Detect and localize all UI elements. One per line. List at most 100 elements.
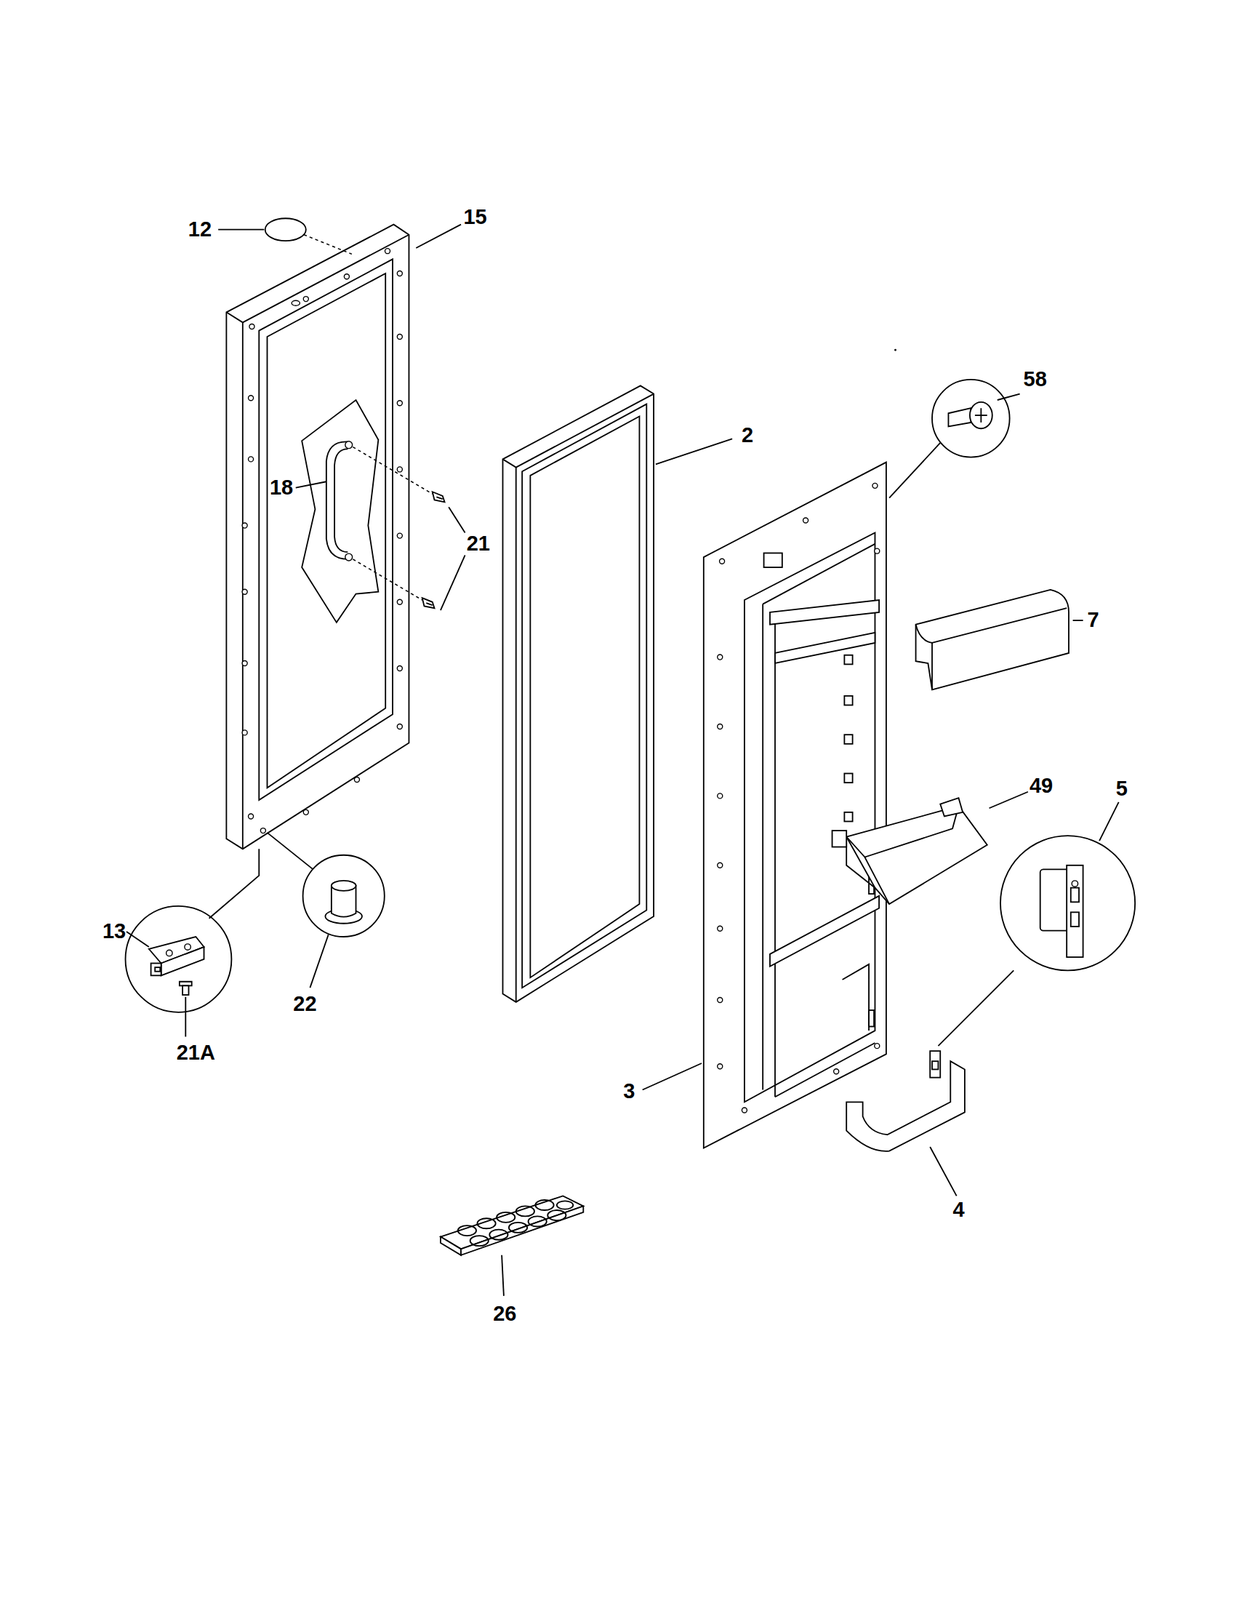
drawing-stroke [916,607,1068,643]
drawing-stroke [266,273,386,788]
drawing-stroke [522,404,647,989]
drawing-stroke [717,925,723,931]
drawing-stroke [440,554,466,611]
drawing-stroke [980,407,982,423]
drawing-stroke [703,462,887,1149]
door-bin [832,791,1029,904]
drawing-stroke [266,832,313,870]
leader-line [415,224,461,248]
drawing-stroke [769,599,880,625]
drawing-stroke [528,1215,547,1226]
drawing-stroke [166,949,173,956]
shelf-bar [846,1050,965,1196]
drawing-stroke [717,654,723,660]
callout-number: 7 [1087,609,1100,631]
drawing-stroke [719,558,725,564]
drawing-stroke [803,517,809,523]
drawing-stroke [874,548,880,554]
drawing-stroke [326,441,348,559]
drawing-stroke [249,323,255,329]
drawing-stroke [868,1009,874,1026]
drawing-stroke [889,442,941,499]
drawing-stroke [932,1060,938,1069]
drawing-stroke [775,1042,875,1097]
drawing-stroke [516,1205,535,1216]
drawing-stroke [764,552,783,568]
drawing-stroke [489,1229,508,1240]
drawing-stroke [547,1209,566,1221]
callout-number: 49 [1029,775,1053,797]
drawing-stroke [872,482,878,488]
drawing-stroke [932,379,1010,458]
plug-button [218,218,352,254]
drawing-stroke [242,660,248,666]
drawing-stroke [396,665,403,671]
screw-detail [889,379,1021,499]
drawing-stroke [470,1235,489,1246]
drawing-stroke [535,1199,554,1210]
drawing-stroke [997,394,1021,400]
drawing-stroke [440,1195,584,1249]
drawing-stroke [161,946,205,975]
drawing-stroke [309,934,328,988]
callout-number: 12 [188,218,212,240]
drawing-stroke [182,985,189,995]
drawing-stroke [842,964,869,1031]
drawing-stroke [741,1107,747,1113]
drawing-stroke [844,773,853,784]
drawing-stroke [1070,911,1079,927]
leader-line [295,481,327,488]
drawing-stroke [209,848,260,918]
drawing-stroke [396,334,403,340]
drawing-stroke [1071,880,1078,887]
drawing-stroke [258,258,393,800]
drawing-stroke [844,655,853,665]
drawing-stroke [226,224,409,850]
drawing-stroke [530,415,640,978]
drawing-stroke [1099,801,1119,841]
drawing-stroke [929,1146,957,1196]
drawing-stroke [515,467,517,1002]
drawing-stroke [301,399,379,623]
drawing-stroke [460,1205,584,1255]
drawing-stroke [384,248,390,254]
callout-number: 58 [1023,368,1047,390]
drawing-stroke [864,857,890,905]
drawing-stroke [948,407,971,427]
drawing-stroke [242,588,248,595]
drawing-stroke [352,447,432,495]
drawing-stroke [422,597,435,608]
drawing-stroke [432,491,445,502]
callout-number: 4 [952,1198,965,1221]
drawing-stroke [931,642,933,690]
drawing-stroke [354,776,360,782]
drawing-stroke [448,506,465,533]
drawing-stroke [655,438,733,464]
drawing-stroke [303,809,309,815]
drawing-stroke [1000,835,1135,970]
drawing-stroke [345,441,353,449]
drawing-stroke [125,905,232,1013]
drawing-stroke [396,271,403,277]
drawing-stroke [717,1063,723,1069]
door-liner [642,462,887,1149]
drawing-stroke [184,943,191,950]
drawing-stroke [501,1254,504,1296]
drawing-stroke [717,862,723,868]
drawing-stroke [503,385,655,1002]
drawing-stroke [761,604,764,1090]
drawing-stroke [937,969,1014,1046]
drawing-stroke [844,812,853,822]
drawing-stroke [844,734,853,744]
drawing-stroke [832,830,848,847]
drawing-stroke [775,632,875,664]
drawing-stroke [303,234,352,255]
drawing-stroke [846,805,988,904]
callout-number: 13 [102,920,126,942]
drawing-stroke [916,589,1069,690]
drawing-stroke [242,729,248,736]
callout-number: 21 [466,532,491,555]
drawing-stroke [426,602,432,605]
drawing-stroke [717,996,723,1002]
